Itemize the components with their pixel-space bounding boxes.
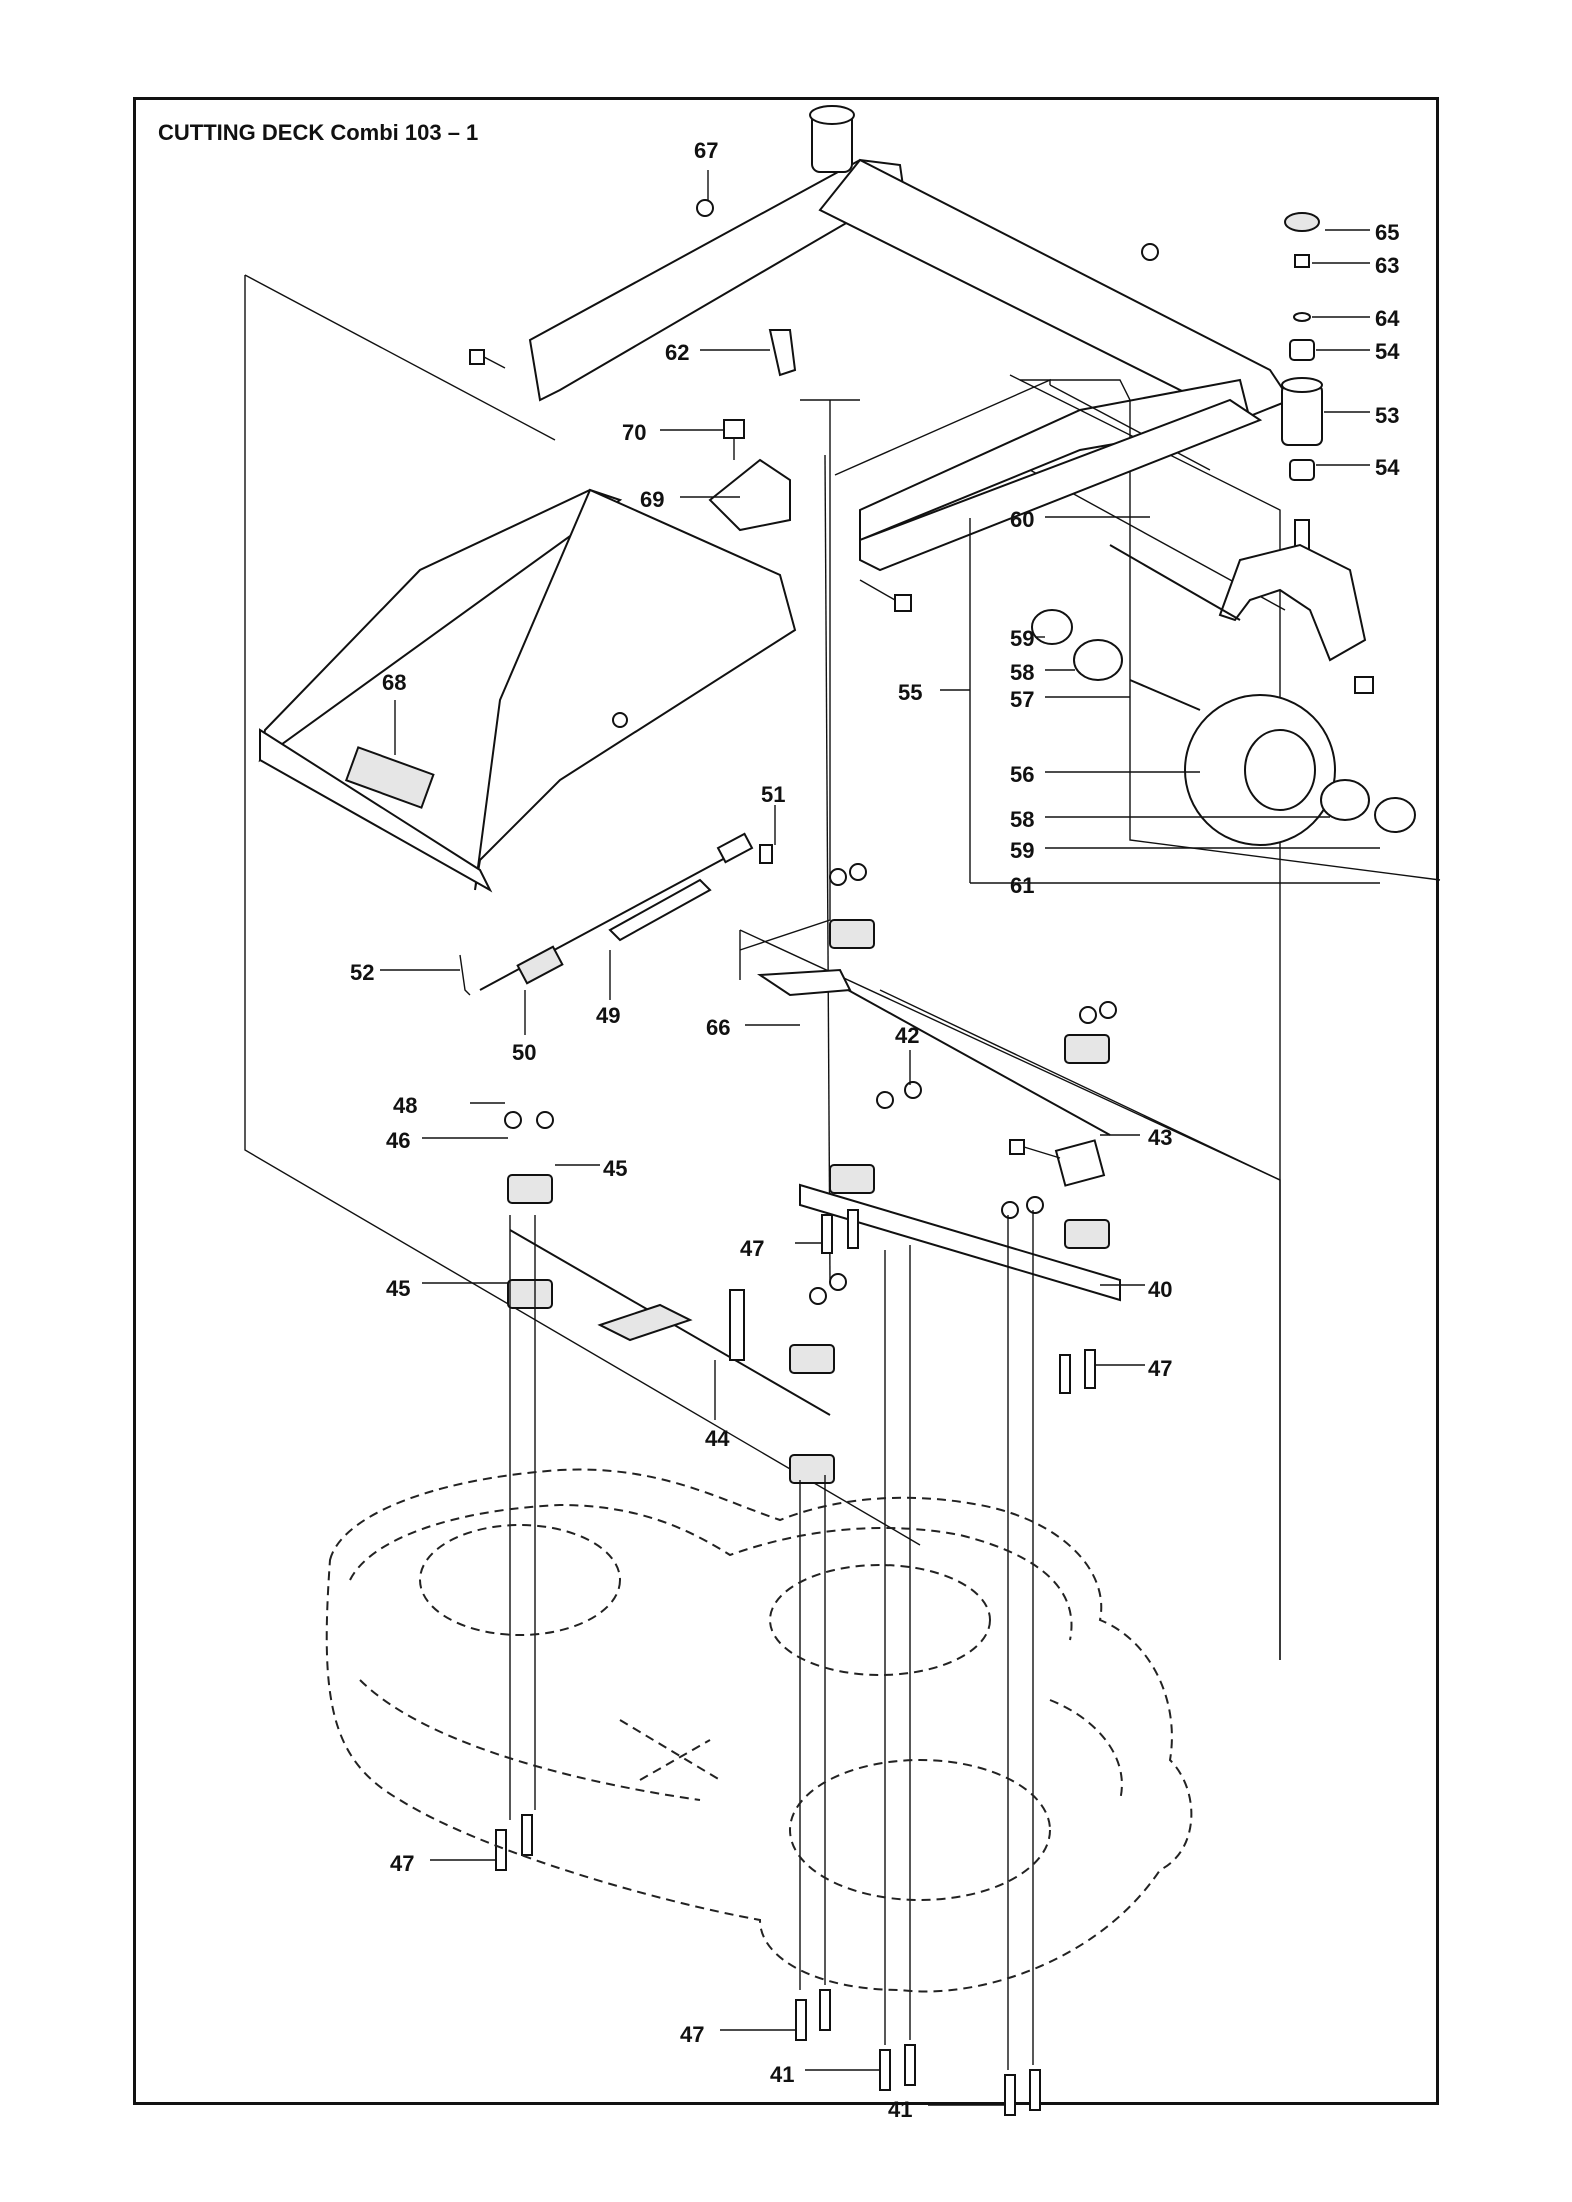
callout-45-b: 45 [386,1276,410,1301]
callout-59-a: 59 [1010,626,1034,651]
upper-frame-arm [528,105,1292,542]
callout-68: 68 [382,670,406,695]
sub-assembly-outline [244,274,1441,1660]
rod-assembly [459,832,773,996]
callout-57: 57 [1010,687,1034,712]
callout-63: 63 [1375,253,1399,278]
bracket-62 [768,329,797,377]
callout-labels: 40 41 41 42 43 44 45 45 46 47 47 47 47 4… [350,138,1400,2122]
bracket-69 [708,458,791,532]
diagram-title: CUTTING DECK Combi 103 – 1 [158,120,479,145]
callout-40: 40 [1148,1277,1172,1302]
cutting-deck-outline [325,1468,1193,1993]
callout-64: 64 [1375,306,1400,331]
callout-58-b: 58 [1010,807,1034,832]
callout-47-c: 47 [390,1851,414,1876]
callout-47-d: 47 [680,2022,704,2047]
callout-65: 65 [1375,220,1399,245]
callout-52: 52 [350,960,374,985]
lift-frame [258,488,797,893]
caster-assembly [1031,212,1416,846]
callout-60: 60 [1010,507,1034,532]
callout-67: 67 [694,138,718,163]
callout-62: 62 [665,340,689,365]
shaft-clamps [507,919,1110,1484]
lift-shafts [509,968,1121,1416]
callout-47-a: 47 [740,1236,764,1261]
callout-50: 50 [512,1040,536,1065]
callout-54-b: 54 [1375,455,1400,480]
callout-69: 69 [640,487,664,512]
callout-61: 61 [1010,873,1034,898]
callout-49: 49 [596,1003,620,1028]
callout-54-a: 54 [1375,339,1400,364]
callout-56: 56 [1010,762,1034,787]
arm-bolt [469,349,506,369]
nuts-and-bolts [495,863,1117,2116]
callout-51: 51 [761,782,785,807]
bolt-70 [723,419,745,460]
callout-55: 55 [898,680,922,705]
callout-43: 43 [1148,1125,1172,1150]
callout-48: 48 [393,1093,417,1118]
callout-58-a: 58 [1010,660,1034,685]
callout-44: 44 [705,1426,730,1451]
callout-66: 66 [706,1015,730,1040]
callout-53: 53 [1375,403,1399,428]
callout-41-b: 41 [888,2097,912,2122]
diagram-frame [133,97,1439,2105]
callout-42: 42 [895,1023,919,1048]
callout-46: 46 [386,1128,410,1153]
callout-47-b: 47 [1148,1356,1172,1381]
callout-70: 70 [622,420,646,445]
leader-lines [380,170,1380,2106]
callout-45-a: 45 [603,1156,627,1181]
vertical-guide-lines [509,1210,1034,2070]
callout-59-b: 59 [1010,838,1034,863]
right-plate [859,398,1263,612]
callout-41-a: 41 [770,2062,794,2087]
